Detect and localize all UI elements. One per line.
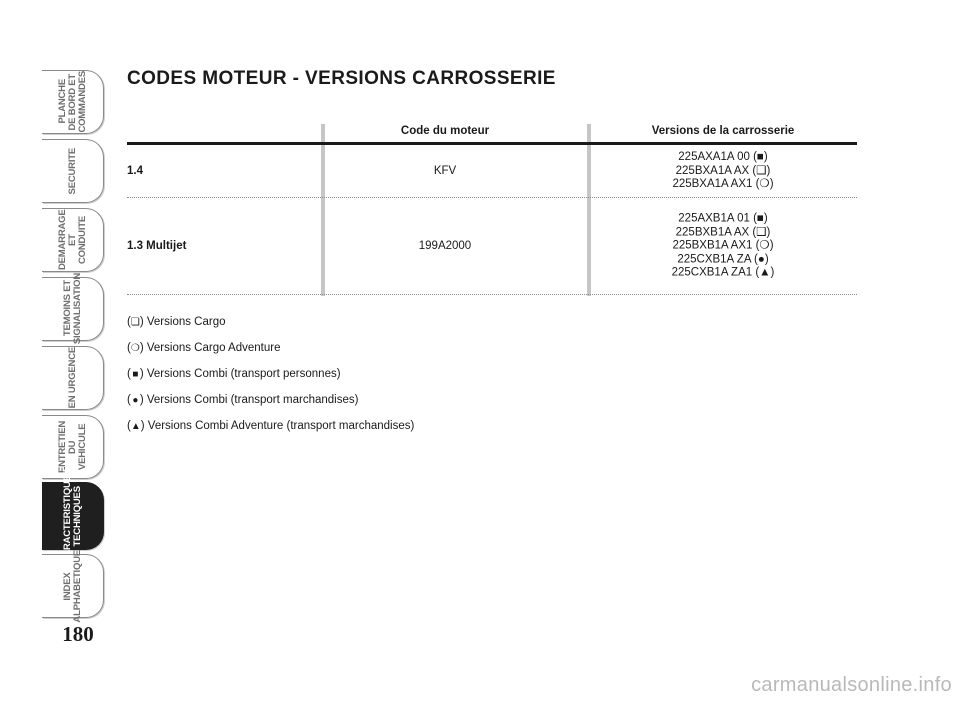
tab-label: INDEX ALPHABETIQUE (61, 549, 83, 623)
tab-label: DEMARRAGE ET CONDUITE (56, 209, 88, 271)
body-version: 225AXB1A 01 (■) (678, 212, 768, 225)
legend-item: (❍) Versions Cargo Adventure (127, 340, 414, 366)
engine-model: 1.4 (127, 165, 143, 177)
body-versions-list: 225AXB1A 01 (■) 225BXB1A AX (❑) 225BXB1A… (589, 212, 857, 280)
tab-entretien[interactable]: ENTRETIEN DU VEHICULE (42, 415, 104, 479)
legend-text: Versions Cargo (146, 316, 226, 328)
symbol-legend: (❑) Versions Cargo (❍) Versions Cargo Ad… (127, 314, 414, 444)
tab-temoins[interactable]: TEMOINS ET SIGNALISATION (42, 273, 104, 345)
page-number: 180 (62, 622, 94, 646)
tab-planche-de-bord[interactable]: PLANCHE DE BORD ET COMMANDES (42, 70, 104, 134)
body-version: 225BXB1A AX (❑) (675, 225, 771, 238)
table-header: Code du moteur Versions de la carrosseri… (127, 124, 857, 145)
tab-securite[interactable]: SECURITE (42, 139, 104, 203)
tab-en-urgence[interactable]: EN URGENCE (42, 346, 104, 410)
tab-caracteristiques[interactable]: CARACTERISTIQUES TECHNIQUES (42, 469, 104, 563)
legend-text: Versions Combi (transport personnes) (146, 368, 341, 380)
table-row: 1.3 Multijet 199A2000 225AXB1A 01 (■) 22… (127, 198, 857, 295)
body-version: 225BXA1A AX1 (❍) (672, 177, 774, 190)
square-outline-icon: ❑ (130, 317, 140, 328)
tab-index[interactable]: INDEX ALPHABETIQUE (42, 550, 104, 622)
legend-item: (■) Versions Combi (transport personnes) (127, 366, 414, 392)
table-row: 1.4 KFV 225AXA1A 00 (■) 225BXA1A AX (❑) … (127, 145, 857, 198)
engine-model: 1.3 Multijet (127, 240, 187, 252)
legend-item: (●) Versions Combi (transport marchandis… (127, 392, 414, 418)
body-version: 225CXB1A ZA1 (▲) (671, 266, 775, 279)
column-separator (587, 124, 591, 296)
tab-label: TEMOINS ET SIGNALISATION (61, 273, 83, 345)
square-filled-icon: ■ (132, 369, 139, 380)
tab-label: SECURITE (66, 147, 78, 195)
header-body-versions: Versions de la carrosserie (651, 125, 795, 137)
legend-text: Versions Combi Adventure (transport marc… (147, 420, 415, 432)
circle-filled-icon: ● (132, 395, 139, 406)
triangle-filled-icon: ▲ (130, 421, 141, 432)
watermark: carmanualsonline.info (751, 674, 952, 696)
tab-demarrage[interactable]: DEMARRAGE ET CONDUITE (42, 208, 104, 272)
circle-outline-icon: ❍ (130, 343, 140, 354)
tab-label: PLANCHE DE BORD ET COMMANDES (56, 71, 88, 133)
page-title: CODES MOTEUR - VERSIONS CARROSSERIE (127, 68, 556, 89)
legend-text: Versions Cargo Adventure (146, 342, 281, 354)
legend-item: (▲) Versions Combi Adventure (transport … (127, 418, 414, 444)
legend-text: Versions Combi (transport marchandises) (146, 394, 359, 406)
body-version: 225BXB1A AX1 (❍) (672, 239, 774, 252)
column-separator (321, 124, 325, 296)
body-version: 225AXA1A 00 (■) (678, 150, 768, 163)
body-version: 225CXB1A ZA (●) (677, 252, 769, 265)
engine-code: KFV (433, 165, 457, 177)
body-versions-list: 225AXA1A 00 (■) 225BXA1A AX (❑) 225BXA1A… (589, 151, 857, 192)
engine-codes-table: Code du moteur Versions de la carrosseri… (127, 124, 857, 296)
tab-label: EN URGENCE (66, 347, 78, 409)
body-version: 225BXA1A AX (❑) (675, 164, 771, 177)
engine-code: 199A2000 (418, 240, 472, 252)
legend-item: (❑) Versions Cargo (127, 314, 414, 340)
header-engine-code: Code du moteur (400, 125, 490, 137)
